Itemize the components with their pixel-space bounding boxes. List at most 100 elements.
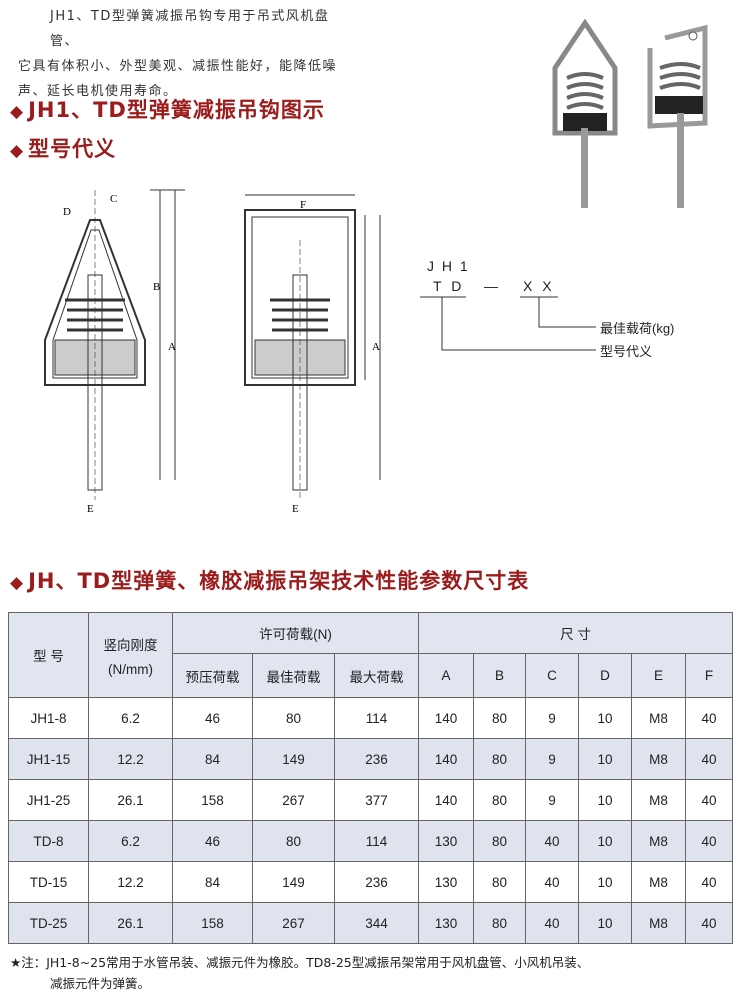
table-cell: 344 <box>334 902 419 944</box>
table-cell: 12.2 <box>88 738 173 780</box>
header-size-col: F <box>685 653 733 698</box>
table-cell: 80 <box>473 820 526 862</box>
table-cell: 9 <box>525 738 579 780</box>
table-cell: 158 <box>172 779 253 821</box>
header-load-col: 最佳荷载 <box>252 653 335 698</box>
table-cell: 84 <box>172 738 253 780</box>
table-cell: 267 <box>252 779 335 821</box>
hanger-photo-right <box>647 24 708 208</box>
dim-label-c: C <box>110 193 117 205</box>
header-load: 许可荷载(N) <box>172 612 419 654</box>
model-code-lines <box>420 296 596 351</box>
table-cell: M8 <box>631 861 686 903</box>
table-cell: 140 <box>418 779 474 821</box>
table-cell: 40 <box>685 697 733 739</box>
table-cell: 26.1 <box>88 902 173 944</box>
table-cell: JH1-8 <box>8 697 89 739</box>
table-cell: 80 <box>473 902 526 944</box>
table-cell: M8 <box>631 697 686 739</box>
table-cell: 149 <box>252 738 335 780</box>
table-cell: 130 <box>418 861 474 903</box>
table-cell: 130 <box>418 902 474 944</box>
table-cell: 114 <box>334 820 419 862</box>
product-photo <box>552 18 708 208</box>
table-cell: 80 <box>473 779 526 821</box>
table-cell: 236 <box>334 861 419 903</box>
table-cell: 46 <box>172 697 253 739</box>
dim-label-a: A <box>168 341 176 353</box>
dim-label-e: E <box>292 503 299 515</box>
table-cell: 26.1 <box>88 779 173 821</box>
dim-label-d: D <box>63 206 71 218</box>
drawing-td: F A E <box>244 194 381 515</box>
diamond-icon: ◆ <box>10 141 25 161</box>
table-cell: 80 <box>252 820 335 862</box>
dim-label-b: B <box>153 281 160 293</box>
table-cell: 40 <box>685 820 733 862</box>
table-cell: 114 <box>334 697 419 739</box>
table-cell: 80 <box>473 738 526 780</box>
table-cell: 80 <box>252 697 335 739</box>
table-cell: 10 <box>578 902 632 944</box>
table-cell: 9 <box>525 779 579 821</box>
table-cell: JH1-15 <box>8 738 89 780</box>
table-cell: 10 <box>578 738 632 780</box>
table-cell: 10 <box>578 779 632 821</box>
table-cell: 140 <box>418 697 474 739</box>
table-cell: 377 <box>334 779 419 821</box>
table-cell: M8 <box>631 738 686 780</box>
table-cell: 40 <box>685 738 733 780</box>
header-model: 型 号 <box>8 612 89 698</box>
dim-label-f: F <box>300 199 306 211</box>
heading-model-code: ◆型号代义 <box>10 137 117 161</box>
model-code-xx: X X <box>523 278 555 294</box>
table-cell: 140 <box>418 738 474 780</box>
table-cell: M8 <box>631 902 686 944</box>
table-cell: 158 <box>172 902 253 944</box>
table-cell: 9 <box>525 697 579 739</box>
table-cell: 6.2 <box>88 697 173 739</box>
table-cell: 236 <box>334 738 419 780</box>
table-cell: 40 <box>685 902 733 944</box>
header-size-col: C <box>525 653 579 698</box>
header-size-col: D <box>578 653 632 698</box>
heading-table: ◆JH、TD型弹簧、橡胶减振吊架技术性能参数尺寸表 <box>10 569 530 593</box>
table-cell: 46 <box>172 820 253 862</box>
header-size-col: A <box>418 653 474 698</box>
header-stiffness: 竖向刚度(N/mm) <box>88 612 173 698</box>
header-size-col: B <box>473 653 526 698</box>
header-size-col: E <box>631 653 686 698</box>
table-cell: 267 <box>252 902 335 944</box>
dim-label-e: E <box>87 503 94 515</box>
model-code-suffix-meaning: 最佳载荷(kg) <box>600 321 675 336</box>
model-code-jh1: J H 1 <box>427 258 470 274</box>
table-cell: JH1-25 <box>8 779 89 821</box>
drawing-jh1: B A D C E <box>44 189 185 515</box>
table-cell: 40 <box>525 902 579 944</box>
table-cell: 40 <box>685 779 733 821</box>
header-size: 尺 寸 <box>418 612 733 654</box>
hanger-photo-left <box>552 18 618 208</box>
table-cell: 40 <box>525 820 579 862</box>
table-cell: 40 <box>685 861 733 903</box>
footnote: ★注：JH1-8~25常用于水管吊装、减振元件为橡胶。TD8-25型减振吊架常用… <box>10 955 590 991</box>
model-code-td: T D <box>433 278 465 294</box>
table-cell: 80 <box>473 697 526 739</box>
table-cell: TD-25 <box>8 902 89 944</box>
table-cell: TD-8 <box>8 820 89 862</box>
header-load-col: 最大荷载 <box>334 653 419 698</box>
table-cell: 84 <box>172 861 253 903</box>
diamond-icon: ◆ <box>10 102 25 122</box>
table-cell: 6.2 <box>88 820 173 862</box>
table-cell: 40 <box>525 861 579 903</box>
table-cell: TD-15 <box>8 861 89 903</box>
header-load-col: 预压荷载 <box>172 653 253 698</box>
